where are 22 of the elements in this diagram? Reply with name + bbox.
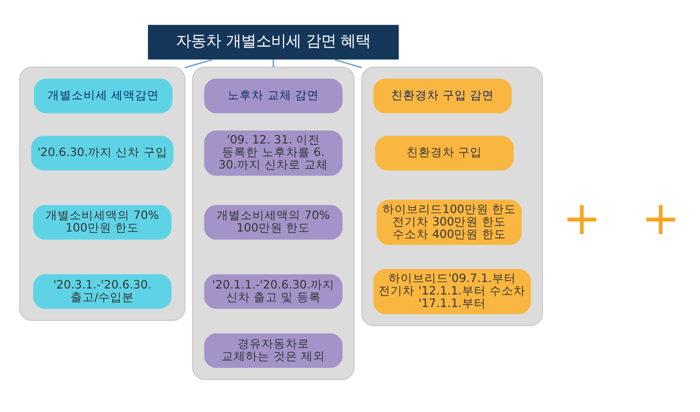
label: +	[562, 190, 602, 245]
node-box: 노후차 교체 감면	[204, 78, 343, 114]
node-box: 친환경차 구입	[375, 136, 514, 170]
cluster	[192, 66, 355, 380]
node-box: 개별소비세액의 70% 100만원 한도	[33, 205, 172, 240]
connector	[184, 58, 213, 68]
node-box: 개별소비세액의 70% 100만원 한도	[204, 205, 343, 240]
node-box: 경유자동차로 교체하는 것은 제외	[204, 333, 343, 368]
connector	[272, 60, 274, 68]
node-box: 하이브리드100만원 한도 전기차 300만원 한도 수소차 400만원 한도	[376, 200, 522, 245]
connector	[334, 58, 362, 68]
label: +	[641, 190, 680, 245]
cluster	[361, 66, 543, 326]
node-box: 하이브리드'09.7.1.부터 전기차 '12.1.1.부터 수소차 '17.1.1.부터	[373, 268, 531, 314]
node-box: 친환경차 구입 감면	[373, 78, 512, 114]
cluster	[19, 66, 186, 321]
node-box: 자동차 개별소비세 감면 혜택	[148, 24, 399, 60]
node-box: '09. 12. 31. 이전 등록한 노후차를 6. 30.까지 신차로 교체	[204, 130, 343, 176]
node-box: 개별소비세 세액감면	[34, 78, 172, 114]
node-box: '20.6.30.까지 신차 구입	[31, 136, 174, 170]
node-box: '20.1.1.-'20.6.30.까지 신차 출고 및 등록	[204, 274, 343, 309]
node-box: '20.3.1.-'20.6.30. 출고/수입분	[33, 274, 172, 309]
